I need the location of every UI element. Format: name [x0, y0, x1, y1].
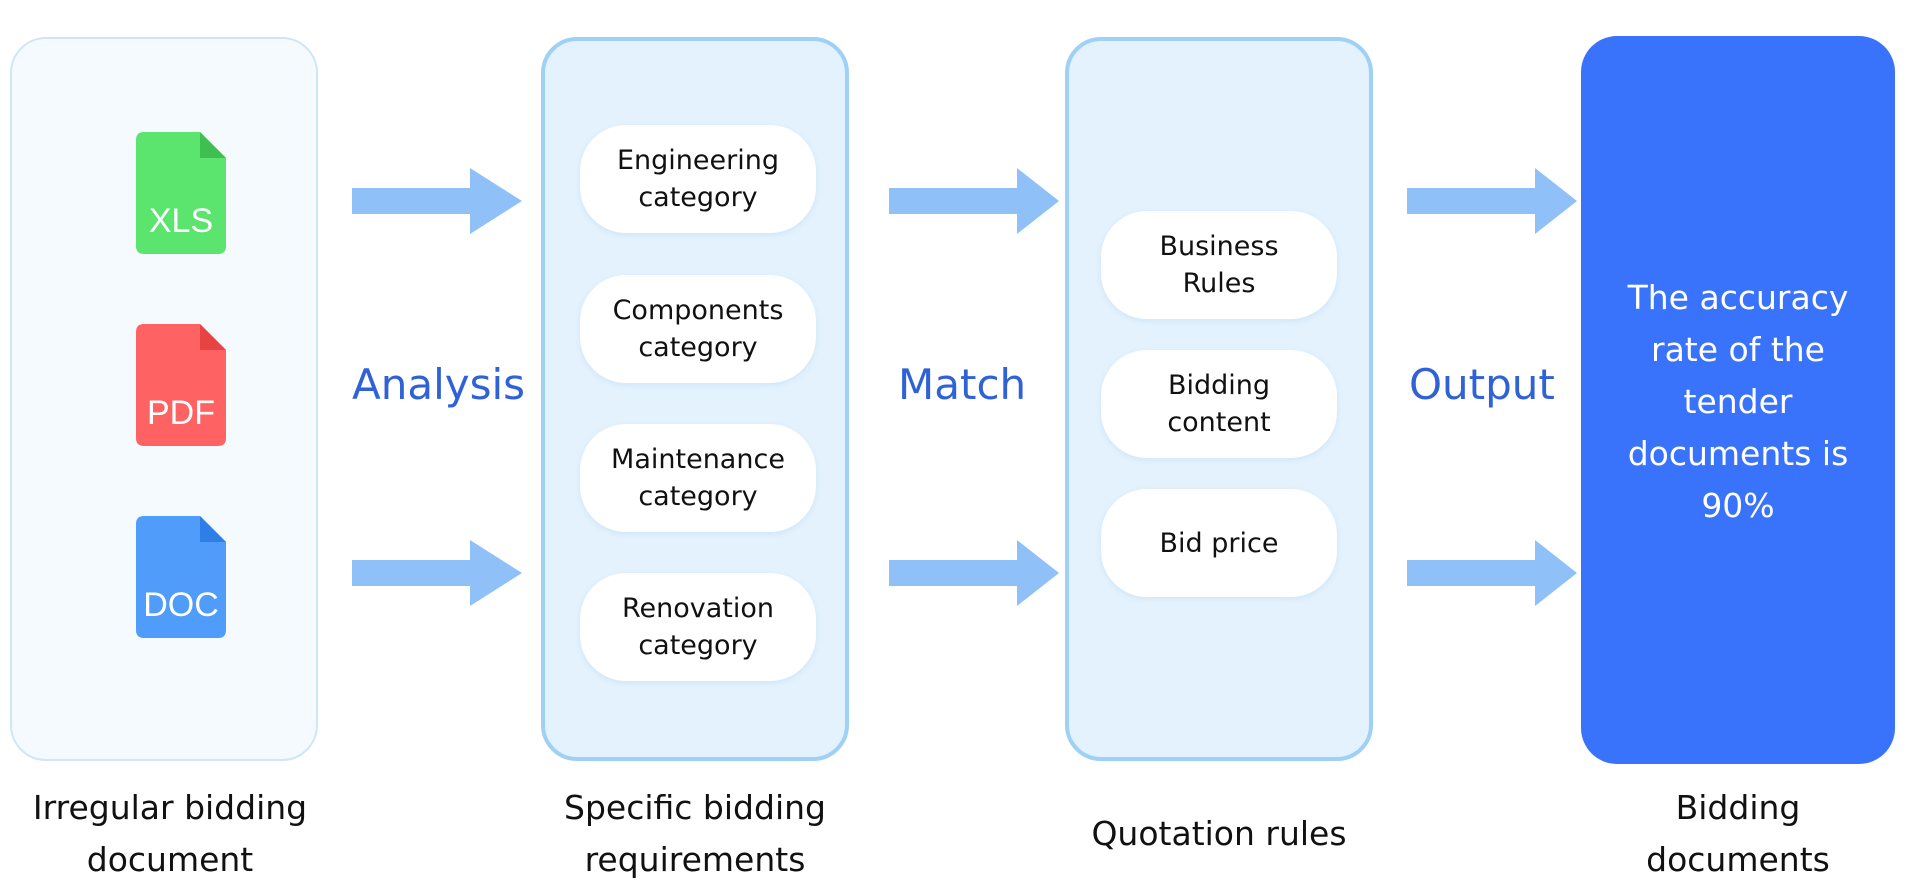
doc-file-label: DOC: [143, 586, 219, 624]
xls-file-icon: XLS: [136, 132, 226, 254]
step-analysis-label: Analysis: [352, 360, 526, 409]
rule-item: Bid price: [1101, 489, 1337, 597]
caption-quotation-rules: Quotation rules: [1091, 814, 1347, 853]
arrow-right-icon: [352, 168, 522, 234]
step-match-label: Match: [898, 360, 1027, 409]
step-output-label: Output: [1409, 360, 1555, 409]
arrow-right-icon: [1407, 168, 1577, 234]
xls-file-label: XLS: [149, 202, 213, 240]
irregular-documents-panel: XLS PDF DOC: [10, 37, 318, 761]
arrow-right-icon: [889, 168, 1059, 234]
doc-file-icon: DOC: [136, 516, 226, 638]
arrow-right-icon: [889, 540, 1059, 606]
accuracy-result-text: The accuracy rate of the tender document…: [1627, 278, 1849, 525]
arrow-right-icon: [352, 540, 522, 606]
pdf-file-icon: PDF: [136, 324, 226, 446]
bidding-documents-panel: The accuracy rate of the tender document…: [1581, 36, 1895, 764]
pdf-file-label: PDF: [147, 394, 215, 432]
arrow-right-icon: [1407, 540, 1577, 606]
